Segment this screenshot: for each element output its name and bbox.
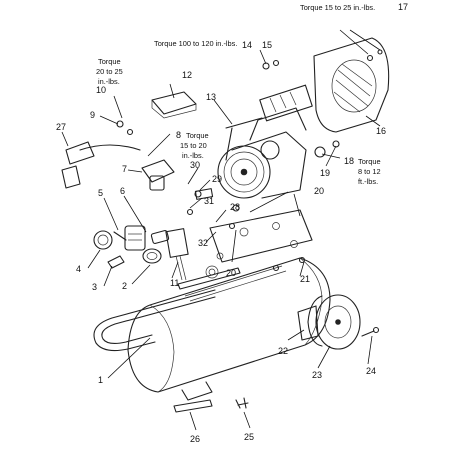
torque-note-8-line2: 15 to 20 — [180, 141, 207, 150]
torque-note-8-line3: in.-lbs. — [182, 151, 204, 160]
callout-16: 16 — [376, 126, 386, 136]
callout-15: 15 — [262, 40, 272, 50]
rubber-foot — [173, 399, 213, 413]
pressure-gauge-lower — [142, 248, 162, 264]
torque-note-18-line1: Torque — [358, 157, 381, 166]
torque-note-10-line3: in.-lbs. — [98, 77, 120, 86]
leader-lines — [61, 29, 381, 431]
torque-note-17: Torque 15 to 25 in.-lbs. — [300, 3, 375, 12]
motor-pump-assembly — [194, 84, 313, 200]
torque-notes: Torque 15 to 25 in.-lbs. Torque 100 to 1… — [96, 3, 381, 186]
wheel — [307, 294, 361, 350]
torque-note-8-line1: Torque — [186, 131, 209, 140]
callout-25: 25 — [244, 432, 254, 442]
fan-shroud — [313, 37, 390, 133]
air-tank — [127, 257, 331, 401]
base-plate — [177, 209, 313, 290]
callout-29: 29 — [212, 174, 222, 184]
handle — [93, 289, 216, 352]
regulator-assembly — [113, 225, 170, 251]
callout-22: 22 — [278, 346, 288, 356]
callout-7: 7 — [122, 164, 127, 174]
callout-12: 12 — [182, 70, 192, 80]
callout-2: 2 — [122, 281, 127, 291]
callout-14: 14 — [242, 40, 252, 50]
wheel-bracket — [297, 305, 319, 341]
callout-10: 10 — [96, 85, 106, 95]
callout-17: 17 — [398, 2, 408, 12]
callout-21: 21 — [300, 274, 310, 284]
callout-18: 18 — [344, 156, 354, 166]
callout-26: 26 — [190, 434, 200, 444]
callout-32: 32 — [198, 238, 208, 248]
torque-note-14: Torque 100 to 120 in.-lbs. — [154, 39, 237, 48]
callout-8: 8 — [176, 130, 181, 140]
callout-5: 5 — [98, 188, 103, 198]
callout-19: 19 — [320, 168, 330, 178]
callout-6: 6 — [120, 186, 125, 196]
callout-20b: 20 — [226, 268, 236, 278]
discharge-tube — [61, 141, 141, 189]
callout-11: 11 — [170, 278, 179, 288]
small-fasteners — [235, 397, 249, 409]
pressure-gauge-left — [93, 230, 113, 250]
torque-note-18-line3: ft.-lbs. — [358, 177, 378, 186]
torque-note-10-line2: 20 to 25 — [96, 67, 123, 76]
callout-1: 1 — [98, 375, 103, 385]
pressure-switch — [165, 228, 189, 281]
torque-note-10-line1: Torque — [98, 57, 121, 66]
callout-23: 23 — [312, 370, 322, 380]
callout-24: 24 — [366, 366, 376, 376]
torque-note-18-line2: 8 to 12 — [358, 167, 381, 176]
callout-3: 3 — [92, 282, 97, 292]
callout-numbers: 1 2 3 4 5 6 7 8 9 10 11 12 13 14 15 16 1… — [56, 2, 408, 444]
check-valve — [141, 159, 175, 191]
motor-cover — [151, 91, 197, 119]
fastener-group — [116, 49, 383, 272]
axle-bolt — [361, 326, 380, 337]
fitting-3 — [107, 255, 125, 269]
callout-28: 28 — [230, 202, 240, 212]
callout-27: 27 — [56, 122, 66, 132]
callout-31: 31 — [204, 196, 214, 206]
callout-9: 9 — [90, 110, 95, 120]
callout-4: 4 — [76, 264, 81, 274]
callout-20a: 20 — [314, 186, 324, 196]
callout-30: 30 — [190, 160, 200, 170]
callout-13: 13 — [206, 92, 216, 102]
